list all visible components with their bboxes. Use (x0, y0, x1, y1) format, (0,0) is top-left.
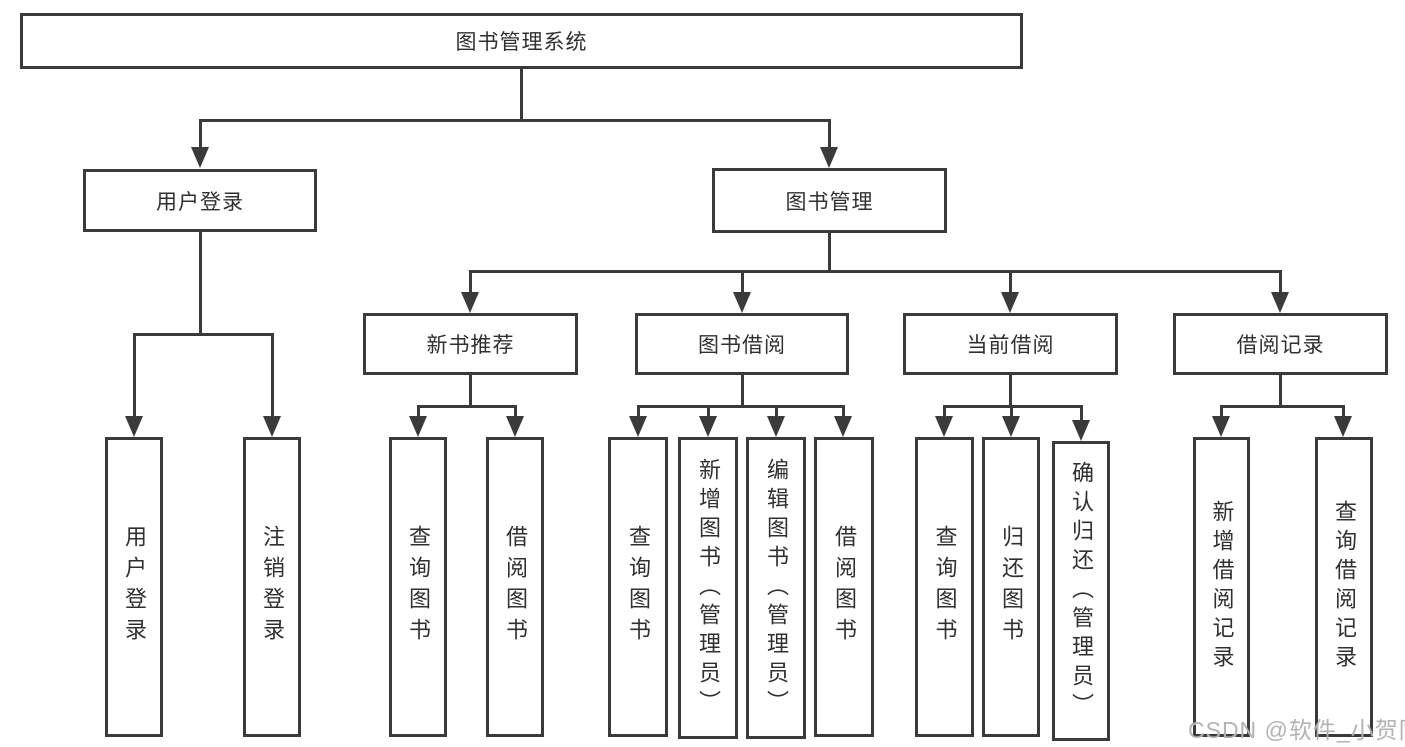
arrowhead-br-query (1334, 416, 1352, 437)
arrowhead-leaf-logout (263, 416, 281, 437)
arrowhead-nb-borrow (506, 416, 524, 437)
connector-user-login-feed (199, 232, 202, 336)
leaf-cb-return-books-label: 归还图书 (999, 525, 1024, 649)
arrowhead-bb-borrow (834, 416, 852, 437)
leaf-br-query-record-label: 查询借阅记录 (1332, 500, 1357, 674)
connector-book-borrow-feed (741, 375, 744, 407)
arrowhead-borrow-records (1271, 292, 1289, 313)
arrowhead-nb-query (409, 416, 427, 437)
connector-user-login-bus (133, 333, 274, 336)
connector-book-borrow-bus (637, 405, 845, 408)
connector-drop-cb-query (943, 405, 946, 417)
leaf-bb-query-books-label: 查询图书 (626, 525, 651, 649)
connector-drop-br-add (1220, 405, 1223, 417)
leaf-bb-edit-books: 编辑图书（管理员） (746, 437, 806, 739)
arrowhead-cb-confirm (1072, 420, 1090, 441)
connector-drop-borrow-records (1279, 270, 1282, 292)
leaf-bb-query-books: 查询图书 (608, 437, 668, 737)
arrowhead-cb-return (1002, 416, 1020, 437)
arrowhead-cb-query (935, 416, 953, 437)
node-new-book-rec: 新书推荐 (363, 313, 578, 375)
connector-new-book-feed (469, 375, 472, 407)
connector-new-book-bus (417, 405, 517, 408)
node-borrow-records: 借阅记录 (1173, 313, 1388, 375)
connector-level3-bus (469, 270, 1282, 273)
connector-drop-nb-borrow (514, 405, 517, 417)
leaf-user-login: 用户登录 (105, 437, 163, 737)
connector-drop-current-borrow (1009, 270, 1012, 292)
leaf-br-add-record: 新增借阅记录 (1193, 437, 1250, 737)
leaf-bb-borrow-books: 借阅图书 (814, 437, 874, 737)
connector-level2-bus (199, 119, 830, 122)
arrowhead-book-mgmt (820, 147, 838, 168)
leaf-cb-confirm-return: 确认归还（管理员） (1052, 441, 1110, 741)
leaf-logout-label: 注销登录 (260, 525, 285, 649)
node-root: 图书管理系统 (20, 13, 1023, 69)
node-book-borrow: 图书借阅 (635, 313, 849, 375)
connector-drop-cb-confirm (1080, 405, 1083, 421)
arrowhead-bb-query (629, 416, 647, 437)
connector-drop-bb-borrow (842, 405, 845, 417)
arrowhead-bb-edit (767, 416, 785, 437)
leaf-logout: 注销登录 (243, 437, 301, 737)
connector-drop-user-login (199, 119, 202, 147)
leaf-cb-query-books: 查询图书 (915, 437, 974, 737)
arrowhead-book-borrow (733, 292, 751, 313)
arrowhead-new-book (461, 292, 479, 313)
node-current-borrow: 当前借阅 (903, 313, 1118, 375)
leaf-bb-borrow-books-label: 借阅图书 (832, 525, 857, 649)
connector-drop-bb-edit (775, 405, 778, 417)
connector-drop-leaf-login (133, 333, 136, 416)
watermark: CSDN @软件_小贺同学 (1188, 717, 1405, 743)
node-user-login: 用户登录 (83, 169, 317, 232)
connector-drop-bb-query (637, 405, 640, 417)
connector-book-mgmt-feed (828, 233, 831, 273)
connector-drop-cb-return (1010, 405, 1013, 417)
connector-borrow-records-feed (1279, 375, 1282, 407)
leaf-br-query-record: 查询借阅记录 (1315, 437, 1373, 737)
connector-root-feed (520, 69, 523, 121)
arrowhead-current-borrow (1001, 292, 1019, 313)
leaf-bb-add-books-label: 新增图书（管理员） (696, 457, 721, 719)
leaf-br-add-record-label: 新增借阅记录 (1209, 500, 1235, 674)
connector-borrow-records-bus (1220, 405, 1345, 408)
leaf-user-login-label: 用户登录 (122, 525, 147, 649)
connector-drop-leaf-logout (271, 333, 274, 416)
arrowhead-leaf-login (125, 416, 143, 437)
leaf-nb-query-books: 查询图书 (389, 437, 447, 737)
connector-drop-book-mgmt (828, 119, 831, 147)
leaf-cb-confirm-return-label: 确认归还（管理员） (1069, 460, 1094, 722)
connector-drop-new-book (469, 270, 472, 292)
leaf-cb-query-books-label: 查询图书 (932, 525, 958, 649)
arrowhead-user-login (191, 147, 209, 168)
connector-drop-book-borrow (741, 270, 744, 292)
leaf-nb-query-books-label: 查询图书 (406, 525, 431, 649)
leaf-nb-borrow-books: 借阅图书 (486, 437, 544, 737)
arrowhead-br-add (1212, 416, 1230, 437)
leaf-bb-add-books: 新增图书（管理员） (678, 437, 738, 739)
node-book-mgmt: 图书管理 (712, 168, 947, 233)
leaf-nb-borrow-books-label: 借阅图书 (503, 525, 528, 649)
leaf-bb-edit-books-label: 编辑图书（管理员） (764, 457, 789, 719)
connector-current-borrow-feed (1009, 375, 1012, 407)
connector-drop-br-query (1342, 405, 1345, 417)
connector-drop-bb-add (707, 405, 710, 417)
connector-drop-nb-query (417, 405, 420, 417)
leaf-cb-return-books: 归还图书 (982, 437, 1040, 737)
arrowhead-bb-add (699, 416, 717, 437)
